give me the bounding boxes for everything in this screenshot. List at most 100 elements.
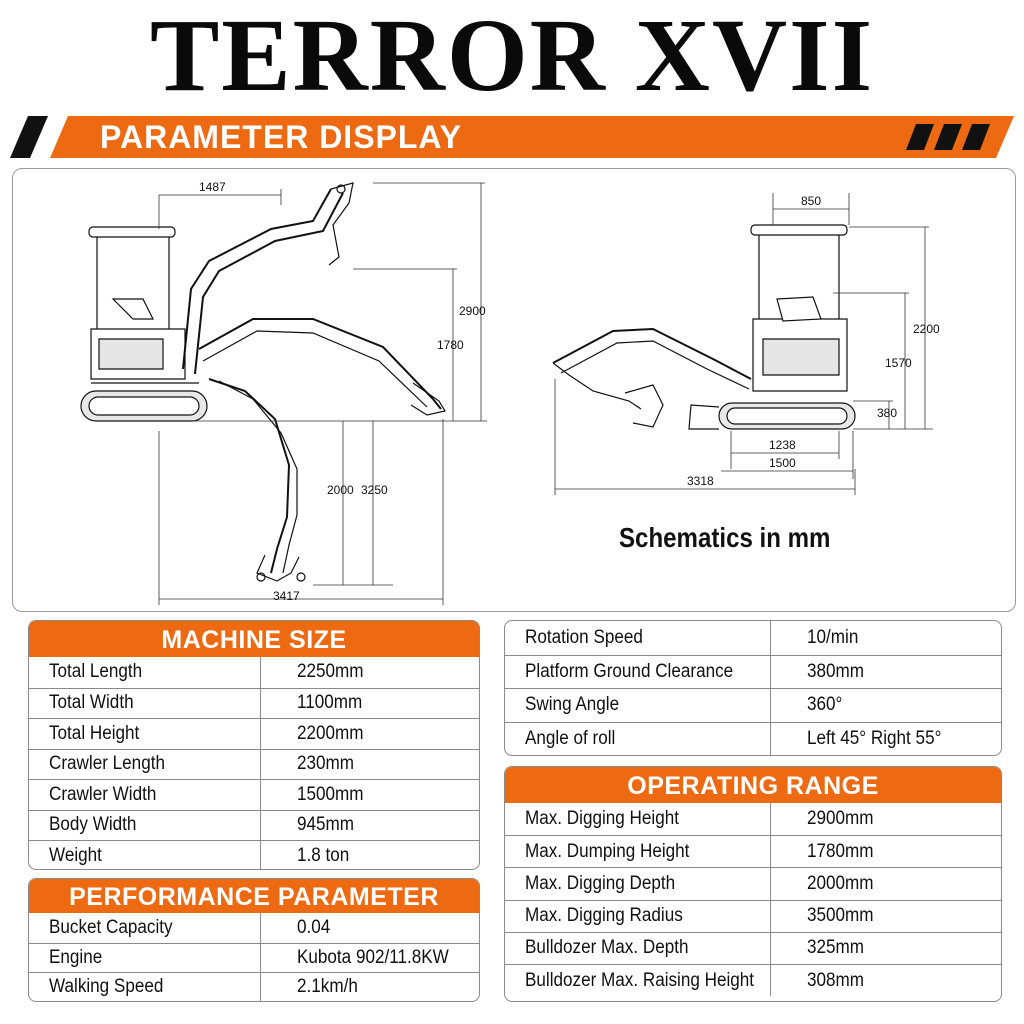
row-label-text: Bulldozer Max. Raising Height xyxy=(525,969,755,991)
row-label: Rotation Speed xyxy=(505,621,771,655)
row-label-text: Total Height xyxy=(49,722,140,744)
row-label-text: Bulldozer Max. Depth xyxy=(525,937,689,959)
table-row: Weight 1.8 ton xyxy=(29,840,479,869)
row-value-text: 1500mm xyxy=(297,783,364,805)
table-row: Bucket Capacity 0.04 xyxy=(29,913,479,943)
dim-1238: 1238 xyxy=(769,438,796,452)
row-label-text: Body Width xyxy=(49,814,137,836)
row-label-text: Max. Digging Height xyxy=(525,808,679,830)
row-label-text: Max. Digging Radius xyxy=(525,905,683,927)
row-label-text: Angle of roll xyxy=(525,727,616,749)
row-value: 2250mm xyxy=(261,657,479,688)
dim-380: 380 xyxy=(877,406,897,420)
row-value-text: 10/min xyxy=(807,626,859,648)
row-value: 380mm xyxy=(771,656,1001,689)
row-label: Total Width xyxy=(29,688,261,718)
row-label: Engine xyxy=(29,943,261,973)
table-row: Swing Angle 360° xyxy=(505,688,1001,722)
section-banner: PARAMETER DISPLAY xyxy=(10,114,1014,160)
row-label: Max. Digging Height xyxy=(505,803,771,836)
performance-title: PERFORMANCE PARAMETER xyxy=(29,879,479,913)
table-row: Max. Dumping Height 1780mm xyxy=(505,835,1001,868)
row-label: Max. Digging Radius xyxy=(505,900,771,932)
row-value: 230mm xyxy=(261,750,479,780)
row-value: 2200mm xyxy=(261,719,479,749)
row-value: 3500mm xyxy=(771,901,1001,932)
row-label: Weight xyxy=(29,841,261,869)
row-label-text: Rotation Speed xyxy=(525,626,643,648)
row-value: 10/min xyxy=(771,621,1001,655)
dim-3417: 3417 xyxy=(273,589,300,603)
table-row: Body Width 945mm xyxy=(29,809,479,841)
row-label: Body Width xyxy=(29,810,261,840)
row-value-text: 2200mm xyxy=(297,722,364,744)
schematic-panel: 1487 2900 1780 2000 3250 3417 xyxy=(12,168,1016,612)
row-label-text: Weight xyxy=(49,844,102,866)
row-value-text: 1780mm xyxy=(807,840,874,862)
row-value-text: 325mm xyxy=(807,937,865,959)
row-value-text: 2900mm xyxy=(807,808,874,830)
banner-title: PARAMETER DISPLAY xyxy=(100,119,462,155)
row-label: Crawler Width xyxy=(29,780,261,810)
dim-1780: 1780 xyxy=(437,338,464,352)
dim-1570: 1570 xyxy=(885,356,912,370)
row-label-text: Crawler Width xyxy=(49,783,157,805)
row-value: 308mm xyxy=(771,965,1001,996)
table-row: Total Length 2250mm xyxy=(29,657,479,688)
row-value: Kubota 902/11.8KW xyxy=(261,944,479,973)
page-title: TERROR XVII xyxy=(149,0,875,113)
row-label-text: Crawler Length xyxy=(49,753,165,775)
row-label: Bucket Capacity xyxy=(29,913,261,943)
row-label: Angle of roll xyxy=(505,722,771,755)
dim-3250: 3250 xyxy=(361,483,388,497)
row-label: Bulldozer Max. Depth xyxy=(505,932,771,964)
dim-3318: 3318 xyxy=(687,474,714,488)
row-value-text: 1.8 ton xyxy=(297,844,350,866)
row-label: Bulldozer Max. Raising Height xyxy=(505,964,771,997)
dim-2000: 2000 xyxy=(327,483,354,497)
dim-2900: 2900 xyxy=(459,304,486,318)
row-value-text: Kubota 902/11.8KW xyxy=(297,946,449,968)
row-value: 1.8 ton xyxy=(261,841,479,869)
row-value-text: Left 45° Right 55° xyxy=(807,727,942,749)
banner-graphic xyxy=(10,116,1014,158)
table-row: Total Width 1100mm xyxy=(29,687,479,718)
row-label-text: Walking Speed xyxy=(49,976,164,998)
row-value-text: 0.04 xyxy=(297,916,331,938)
row-label-text: Bucket Capacity xyxy=(49,916,173,938)
row-value-text: 380mm xyxy=(807,660,865,682)
table-row: Rotation Speed 10/min xyxy=(505,621,1001,655)
row-value: 1500mm xyxy=(261,780,479,810)
row-label-text: Swing Angle xyxy=(525,694,620,716)
table-row: Max. Digging Height 2900mm xyxy=(505,803,1001,836)
table-row: Angle of roll Left 45° Right 55° xyxy=(505,721,1001,756)
row-value: Left 45° Right 55° xyxy=(771,723,1001,756)
row-value: 360° xyxy=(771,689,1001,722)
row-label-text: Max. Digging Depth xyxy=(525,872,676,894)
row-label: Walking Speed xyxy=(29,973,261,1001)
table-row: Max. Digging Radius 3500mm xyxy=(505,899,1001,932)
row-label-text: Max. Dumping Height xyxy=(525,840,690,862)
row-value: 325mm xyxy=(771,933,1001,964)
row-label-text: Total Length xyxy=(49,661,143,683)
row-value: 945mm xyxy=(261,811,479,841)
table-row: Max. Digging Depth 2000mm xyxy=(505,867,1001,900)
row-value-text: 1100mm xyxy=(297,692,363,714)
schematic-caption: Schematics in mm xyxy=(619,522,831,553)
row-value: 0.04 xyxy=(261,913,479,943)
row-value-text: 2000mm xyxy=(807,872,874,894)
row-value-text: 945mm xyxy=(297,814,355,836)
table-row: Crawler Length 230mm xyxy=(29,748,479,780)
machine-size-title: MACHINE SIZE xyxy=(29,621,479,657)
row-value-text: 308mm xyxy=(807,969,865,991)
row-label: Swing Angle xyxy=(505,689,771,722)
table-row: Platform Ground Clearance 380mm xyxy=(505,654,1001,689)
dim-850: 850 xyxy=(801,194,821,208)
row-label: Platform Ground Clearance xyxy=(505,655,771,688)
